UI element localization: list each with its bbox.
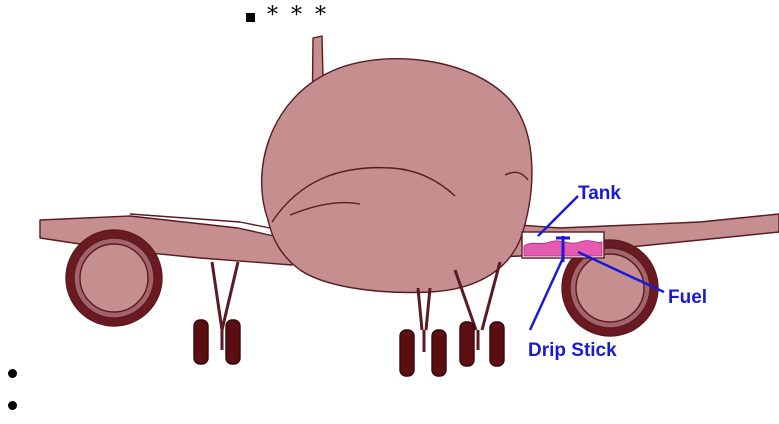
center-gear-strut bbox=[418, 288, 430, 352]
fuselage bbox=[262, 59, 532, 293]
left-engine bbox=[66, 230, 162, 326]
drip-stick-pointer bbox=[530, 258, 563, 330]
left-wheels bbox=[194, 320, 240, 364]
bullet-dot-icon bbox=[8, 401, 17, 410]
drip-stick-label: Drip Stick bbox=[528, 340, 617, 361]
fuel-label: Fuel bbox=[668, 287, 707, 308]
bullet-dot-icon bbox=[8, 369, 17, 378]
tank-label: Tank bbox=[578, 183, 621, 204]
airplane-illustration bbox=[40, 36, 779, 376]
